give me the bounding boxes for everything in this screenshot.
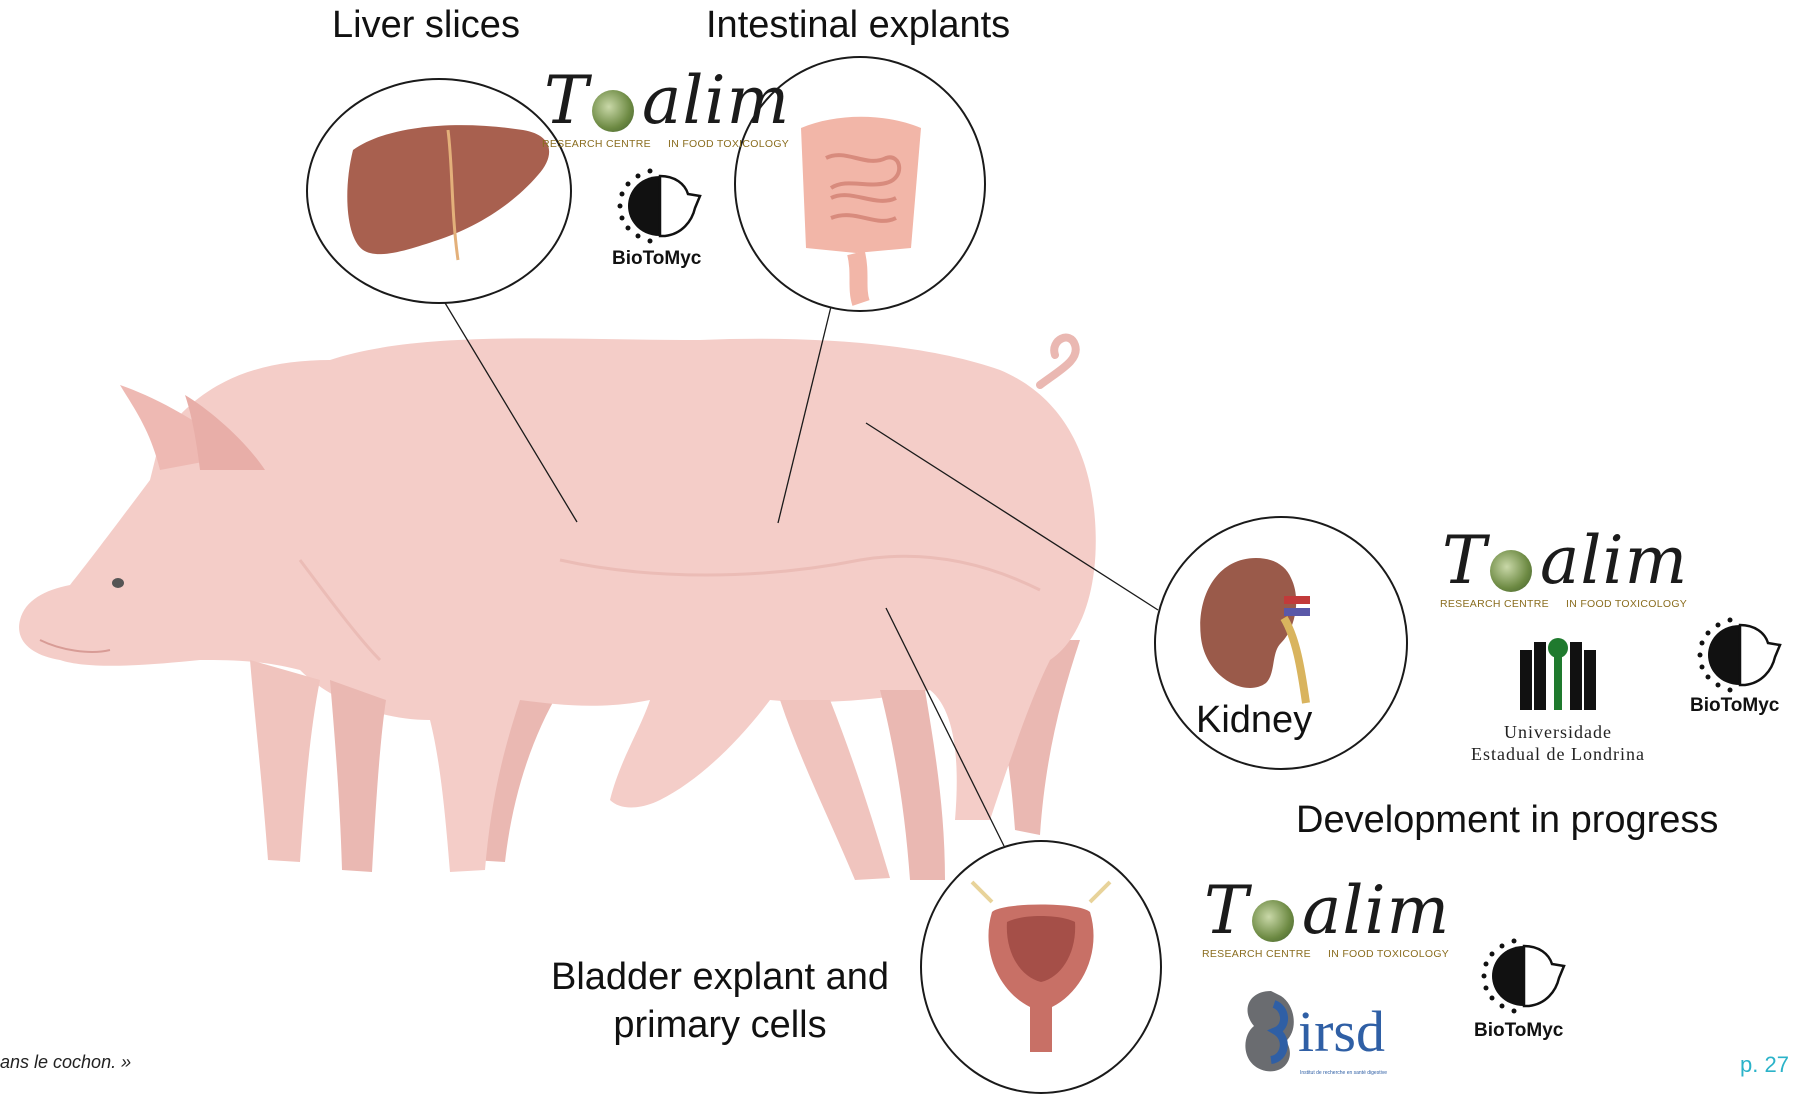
liver-slices-label: Liver slices bbox=[332, 3, 520, 49]
biotomyc-icon bbox=[610, 166, 710, 246]
uel-emblem bbox=[1458, 630, 1658, 720]
liver-icon bbox=[308, 80, 570, 302]
biotomyc-icon bbox=[1690, 615, 1790, 695]
bladder-circle bbox=[920, 840, 1162, 1094]
biotomyc-icon bbox=[1474, 936, 1574, 1016]
toxalim-logo-top: T alim RESEARCH CENTRE IN FOOD TOXICOLOG… bbox=[540, 70, 780, 150]
globe-icon bbox=[1490, 550, 1532, 592]
biotomyc-logo-top: BioToMyc bbox=[610, 166, 710, 276]
biotomyc-logo-bottom: BioToMyc bbox=[1474, 936, 1584, 1046]
bladder-label-line1: Bladder explant and bbox=[530, 955, 910, 1001]
uel-logo: Universidade Estadual de Londrina bbox=[1458, 630, 1658, 770]
footer-partial-text: ans le cochon. » bbox=[0, 1052, 131, 1073]
biotomyc-logo-right: BioToMyc bbox=[1690, 615, 1800, 725]
toxalim-logo-right: T alim RESEARCH CENTRE IN FOOD TOXICOLOG… bbox=[1438, 530, 1678, 610]
kidney-circle: Kidney bbox=[1154, 516, 1408, 770]
liver-circle bbox=[306, 78, 572, 304]
bladder-icon bbox=[922, 842, 1160, 1092]
pig-body bbox=[19, 338, 1096, 880]
toxalim-logo-bottom: T alim RESEARCH CENTRE IN FOOD TOXICOLOG… bbox=[1200, 880, 1440, 960]
irsd-emblem bbox=[1236, 986, 1306, 1076]
intestinal-explants-label: Intestinal explants bbox=[706, 3, 1010, 49]
irsd-logo: irsd Institut de recherche en santé dige… bbox=[1236, 986, 1416, 1081]
page-number: p. 27 bbox=[1740, 1052, 1789, 1078]
globe-icon bbox=[592, 90, 634, 132]
bladder-label-line2: primary cells bbox=[530, 1003, 910, 1049]
development-in-progress-label: Development in progress bbox=[1296, 798, 1718, 844]
globe-icon bbox=[1252, 900, 1294, 942]
kidney-label: Kidney bbox=[1196, 698, 1312, 744]
